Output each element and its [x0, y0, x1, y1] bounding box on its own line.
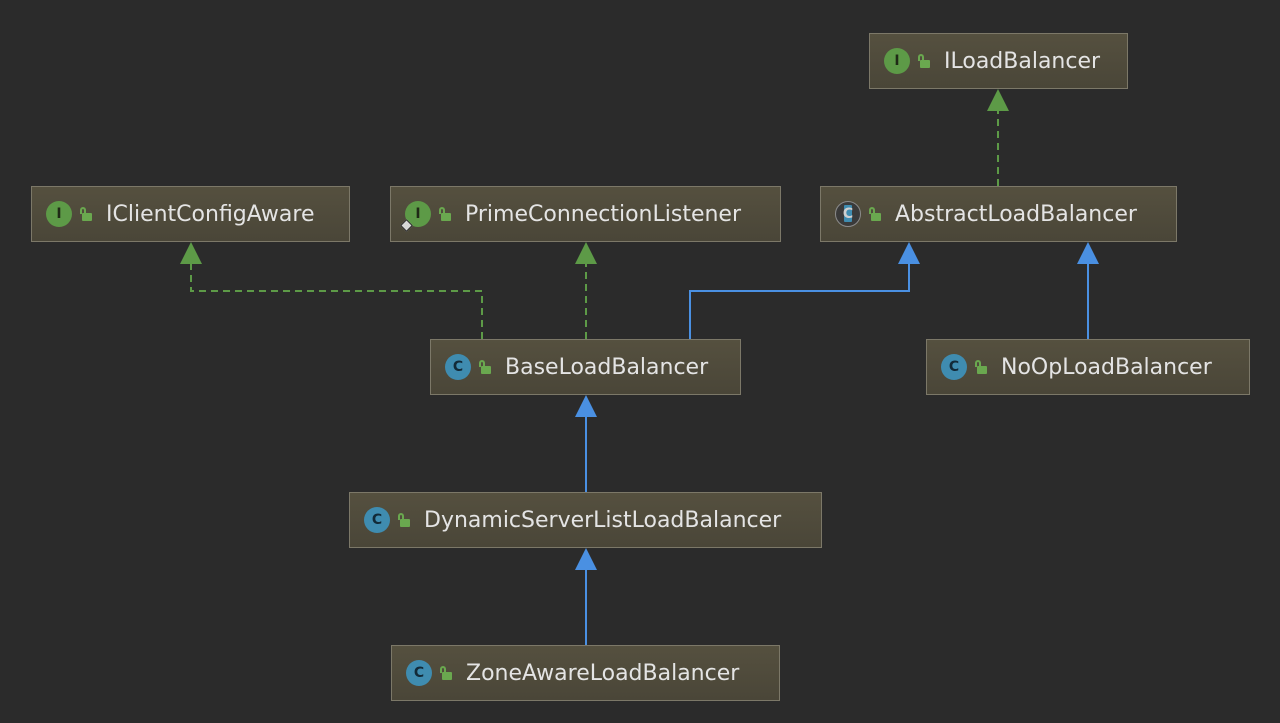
unlocked-public-icon: [439, 207, 451, 221]
edge-baseloadbalancer-implements-iclientconfigaware: [180, 242, 483, 339]
arrowhead-implements: [180, 242, 202, 264]
node-iloadbalancer[interactable]: I ILoadBalancer: [869, 33, 1128, 89]
arrowhead-implements: [987, 89, 1009, 111]
node-label: ZoneAwareLoadBalancer: [466, 660, 740, 686]
node-dynamicserverlistloadbalancer[interactable]: C DynamicServerListLoadBalancer: [349, 492, 822, 548]
node-abstractloadbalancer[interactable]: C AbstractLoadBalancer: [820, 186, 1177, 242]
arrowhead-extends: [1077, 242, 1099, 264]
node-primeconnectionlistener[interactable]: I PrimeConnectionListener: [390, 186, 781, 242]
abstract-class-icon: C: [835, 201, 861, 227]
edge-abstractloadbalancer-implements-iloadbalancer: [987, 89, 1009, 186]
arrowhead-extends: [575, 395, 597, 417]
node-label: PrimeConnectionListener: [465, 201, 741, 227]
node-label: NoOpLoadBalancer: [1001, 354, 1212, 380]
node-zoneawareloadbalancer[interactable]: C ZoneAwareLoadBalancer: [391, 645, 780, 701]
unlocked-public-icon: [918, 54, 930, 68]
edge-baseloadbalancer-implements-primeconnectionlistener: [575, 242, 597, 339]
node-iclientconfigaware[interactable]: I IClientConfigAware: [31, 186, 350, 242]
unlocked-public-icon: [975, 360, 987, 374]
arrowhead-implements: [575, 242, 597, 264]
node-label: IClientConfigAware: [106, 201, 315, 227]
unlocked-public-icon: [398, 513, 410, 527]
edge-zoneawareloadbalancer-extends-dynamicserverlistloadbalancer: [575, 548, 597, 645]
node-label: ILoadBalancer: [944, 48, 1101, 74]
edge-dynamicserverlistloadbalancer-extends-baseloadbalancer: [575, 395, 597, 492]
class-icon: C: [364, 507, 390, 533]
unlocked-public-icon: [440, 666, 452, 680]
inner-member-diamond-icon: [400, 219, 413, 232]
unlocked-public-icon: [869, 207, 881, 221]
node-baseloadbalancer[interactable]: C BaseLoadBalancer: [430, 339, 741, 395]
edge-noploadbalancer-extends-abstractloadbalancer: [1077, 242, 1099, 339]
class-icon: C: [941, 354, 967, 380]
interface-icon: I: [46, 201, 72, 227]
arrowhead-extends: [575, 548, 597, 570]
node-label: AbstractLoadBalancer: [895, 201, 1137, 227]
edge-baseloadbalancer-extends-abstractloadbalancer: [689, 242, 920, 339]
class-icon: C: [406, 660, 432, 686]
node-label: BaseLoadBalancer: [505, 354, 709, 380]
arrowhead-extends: [898, 242, 920, 264]
interface-icon: I: [884, 48, 910, 74]
class-icon: C: [445, 354, 471, 380]
node-label: DynamicServerListLoadBalancer: [424, 507, 782, 533]
unlocked-public-icon: [479, 360, 491, 374]
node-noploadbalancer[interactable]: C NoOpLoadBalancer: [926, 339, 1250, 395]
unlocked-public-icon: [80, 207, 92, 221]
interface-icon: I: [400, 201, 431, 232]
